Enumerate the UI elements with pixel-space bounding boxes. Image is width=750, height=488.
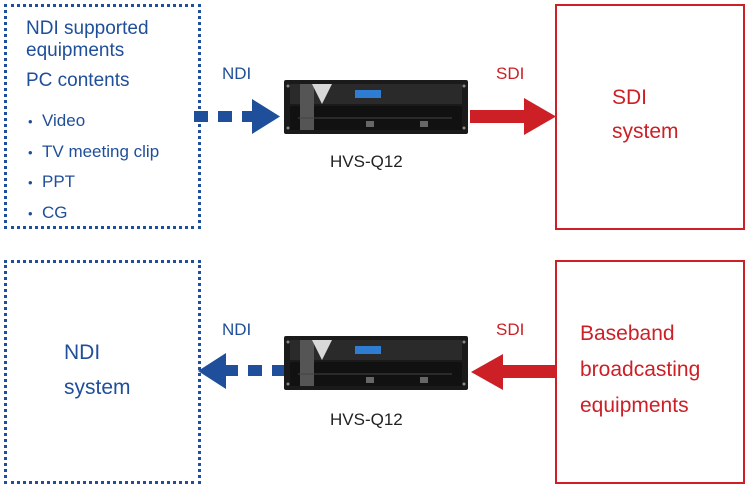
ndi-source-subtitle: PC contents <box>26 70 130 91</box>
baseband-line3: equipments <box>580 394 689 417</box>
list-item: •Video <box>28 111 86 130</box>
top-sdi-label: SDI <box>496 64 525 83</box>
bottom-sdi-arrow <box>471 354 557 390</box>
baseband-line1: Baseband <box>580 322 675 345</box>
top-ndi-arrow <box>194 99 280 134</box>
bottom-hvs-q12-device-icon <box>284 336 468 390</box>
baseband-line2: broadcasting <box>580 358 701 381</box>
pc-contents-list: •Video •TV meeting clip •PPT •CG <box>28 106 159 228</box>
list-item: •PPT <box>28 172 76 191</box>
top-ndi-label: NDI <box>222 64 252 83</box>
ndi-system-line1: NDI <box>64 341 101 364</box>
ndi-system-box <box>4 260 201 484</box>
sdi-system-line1: SDI <box>612 86 648 109</box>
top-sdi-arrow <box>470 98 556 135</box>
list-item: •CG <box>28 202 68 222</box>
bottom-ndi-label: NDI <box>222 320 252 339</box>
ndi-source-title: NDI supported equipments <box>26 18 149 61</box>
bottom-device-label: HVS-Q12 <box>330 410 403 429</box>
sdi-system-box <box>555 4 745 230</box>
sdi-system-line2: system <box>612 120 679 143</box>
list-item: •TV meeting clip <box>28 141 160 161</box>
ndi-system-line2: system <box>64 376 131 399</box>
bottom-ndi-arrow <box>198 353 284 389</box>
bottom-sdi-label: SDI <box>496 320 525 339</box>
top-device-label: HVS-Q12 <box>330 152 403 171</box>
top-hvs-q12-device-icon <box>284 80 468 134</box>
